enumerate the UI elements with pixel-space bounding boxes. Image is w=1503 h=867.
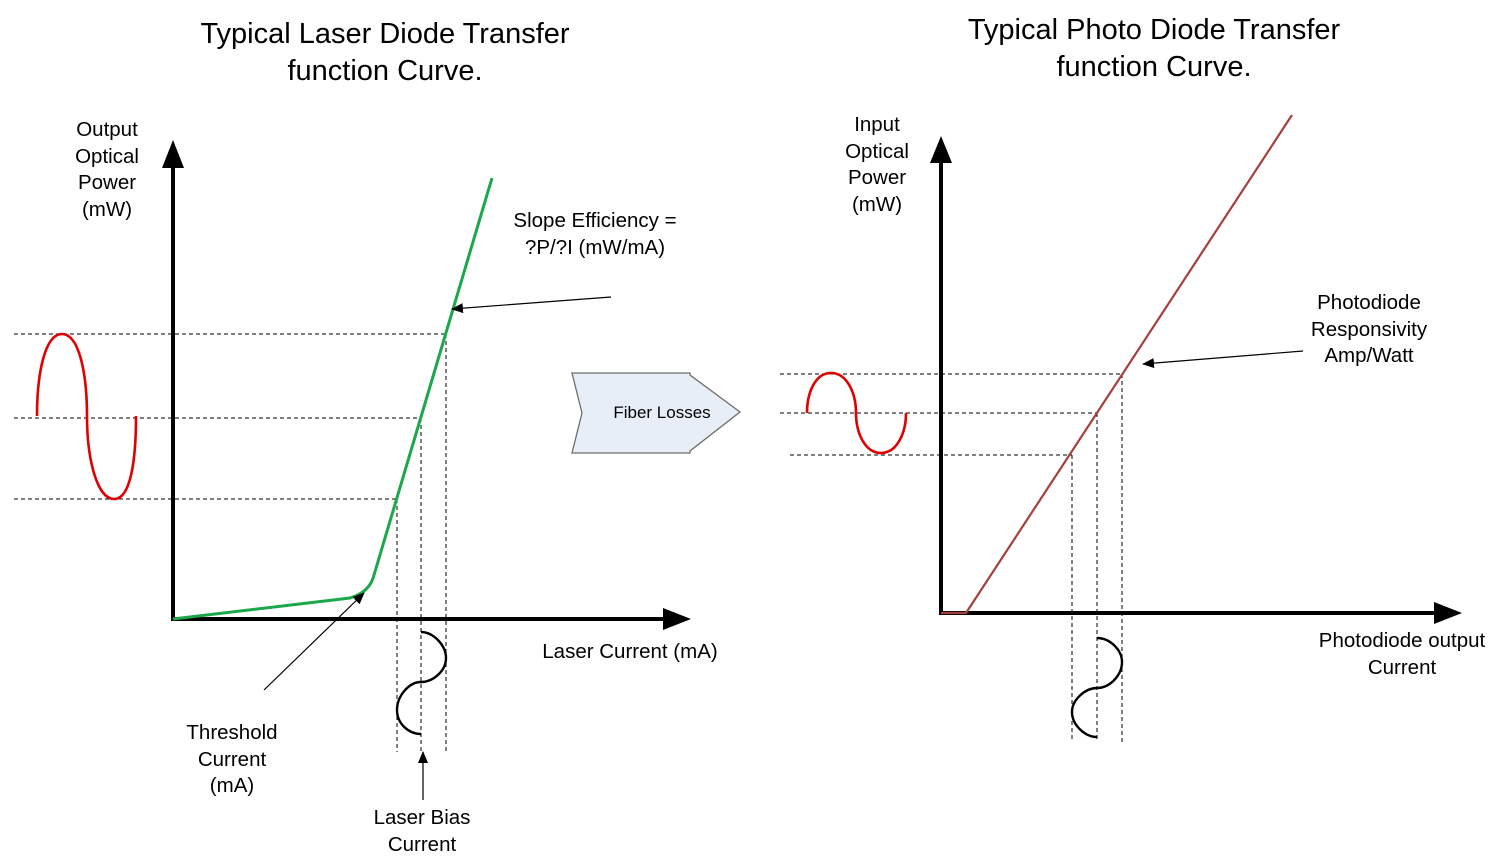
threshold-current-label: Threshold Current (mA)	[186, 721, 278, 797]
laser-output-signal	[35, 332, 138, 501]
photodiode-panel	[780, 114, 1462, 742]
slope-efficiency-label: Slope Efficiency = ?P/?I (mW/mA)	[513, 209, 677, 259]
responsivity-pointer	[1142, 350, 1304, 369]
photodiode-y-axis-label: Input Optical Power (mW)	[845, 113, 909, 216]
slope-efficiency-pointer	[451, 296, 612, 314]
laser-x-axis-label: Laser Current (mA)	[542, 640, 718, 663]
laser-diode-panel	[14, 140, 691, 800]
photodiode-responsivity-label: Photodiode Responsivity Amp/Watt	[1310, 291, 1428, 367]
laser-y-axis-arrowhead	[162, 140, 184, 168]
photodiode-x-axis-label: Photodiode output Current	[1318, 629, 1486, 679]
photodiode-chart-title: Typical Photo Diode Transfer function Cu…	[967, 14, 1341, 83]
laser-chart-title: Typical Laser Diode Transfer function Cu…	[200, 18, 570, 87]
laser-y-axis-label: Output Optical Power (mW)	[75, 118, 139, 221]
laser-output-guides	[14, 333, 446, 500]
fiber-losses-arrow	[571, 372, 742, 454]
photodiode-input-guides	[780, 373, 1122, 456]
photodiode-input-signal	[805, 371, 908, 455]
laser-drive-signal	[395, 630, 448, 736]
photodiode-output-signal	[1070, 636, 1124, 739]
laser-bias-current-label: Laser Bias Current	[373, 806, 471, 856]
laser-x-axis-arrowhead	[663, 608, 691, 630]
photodiode-transfer-curve	[941, 114, 1293, 615]
photodiode-x-axis-arrowhead	[1434, 602, 1462, 624]
laser-transfer-curve	[172, 177, 494, 621]
threshold-current-pointer	[263, 592, 365, 691]
photodiode-y-axis-arrowhead	[930, 136, 952, 163]
fiber-losses-label: Fiber Losses	[613, 403, 711, 422]
